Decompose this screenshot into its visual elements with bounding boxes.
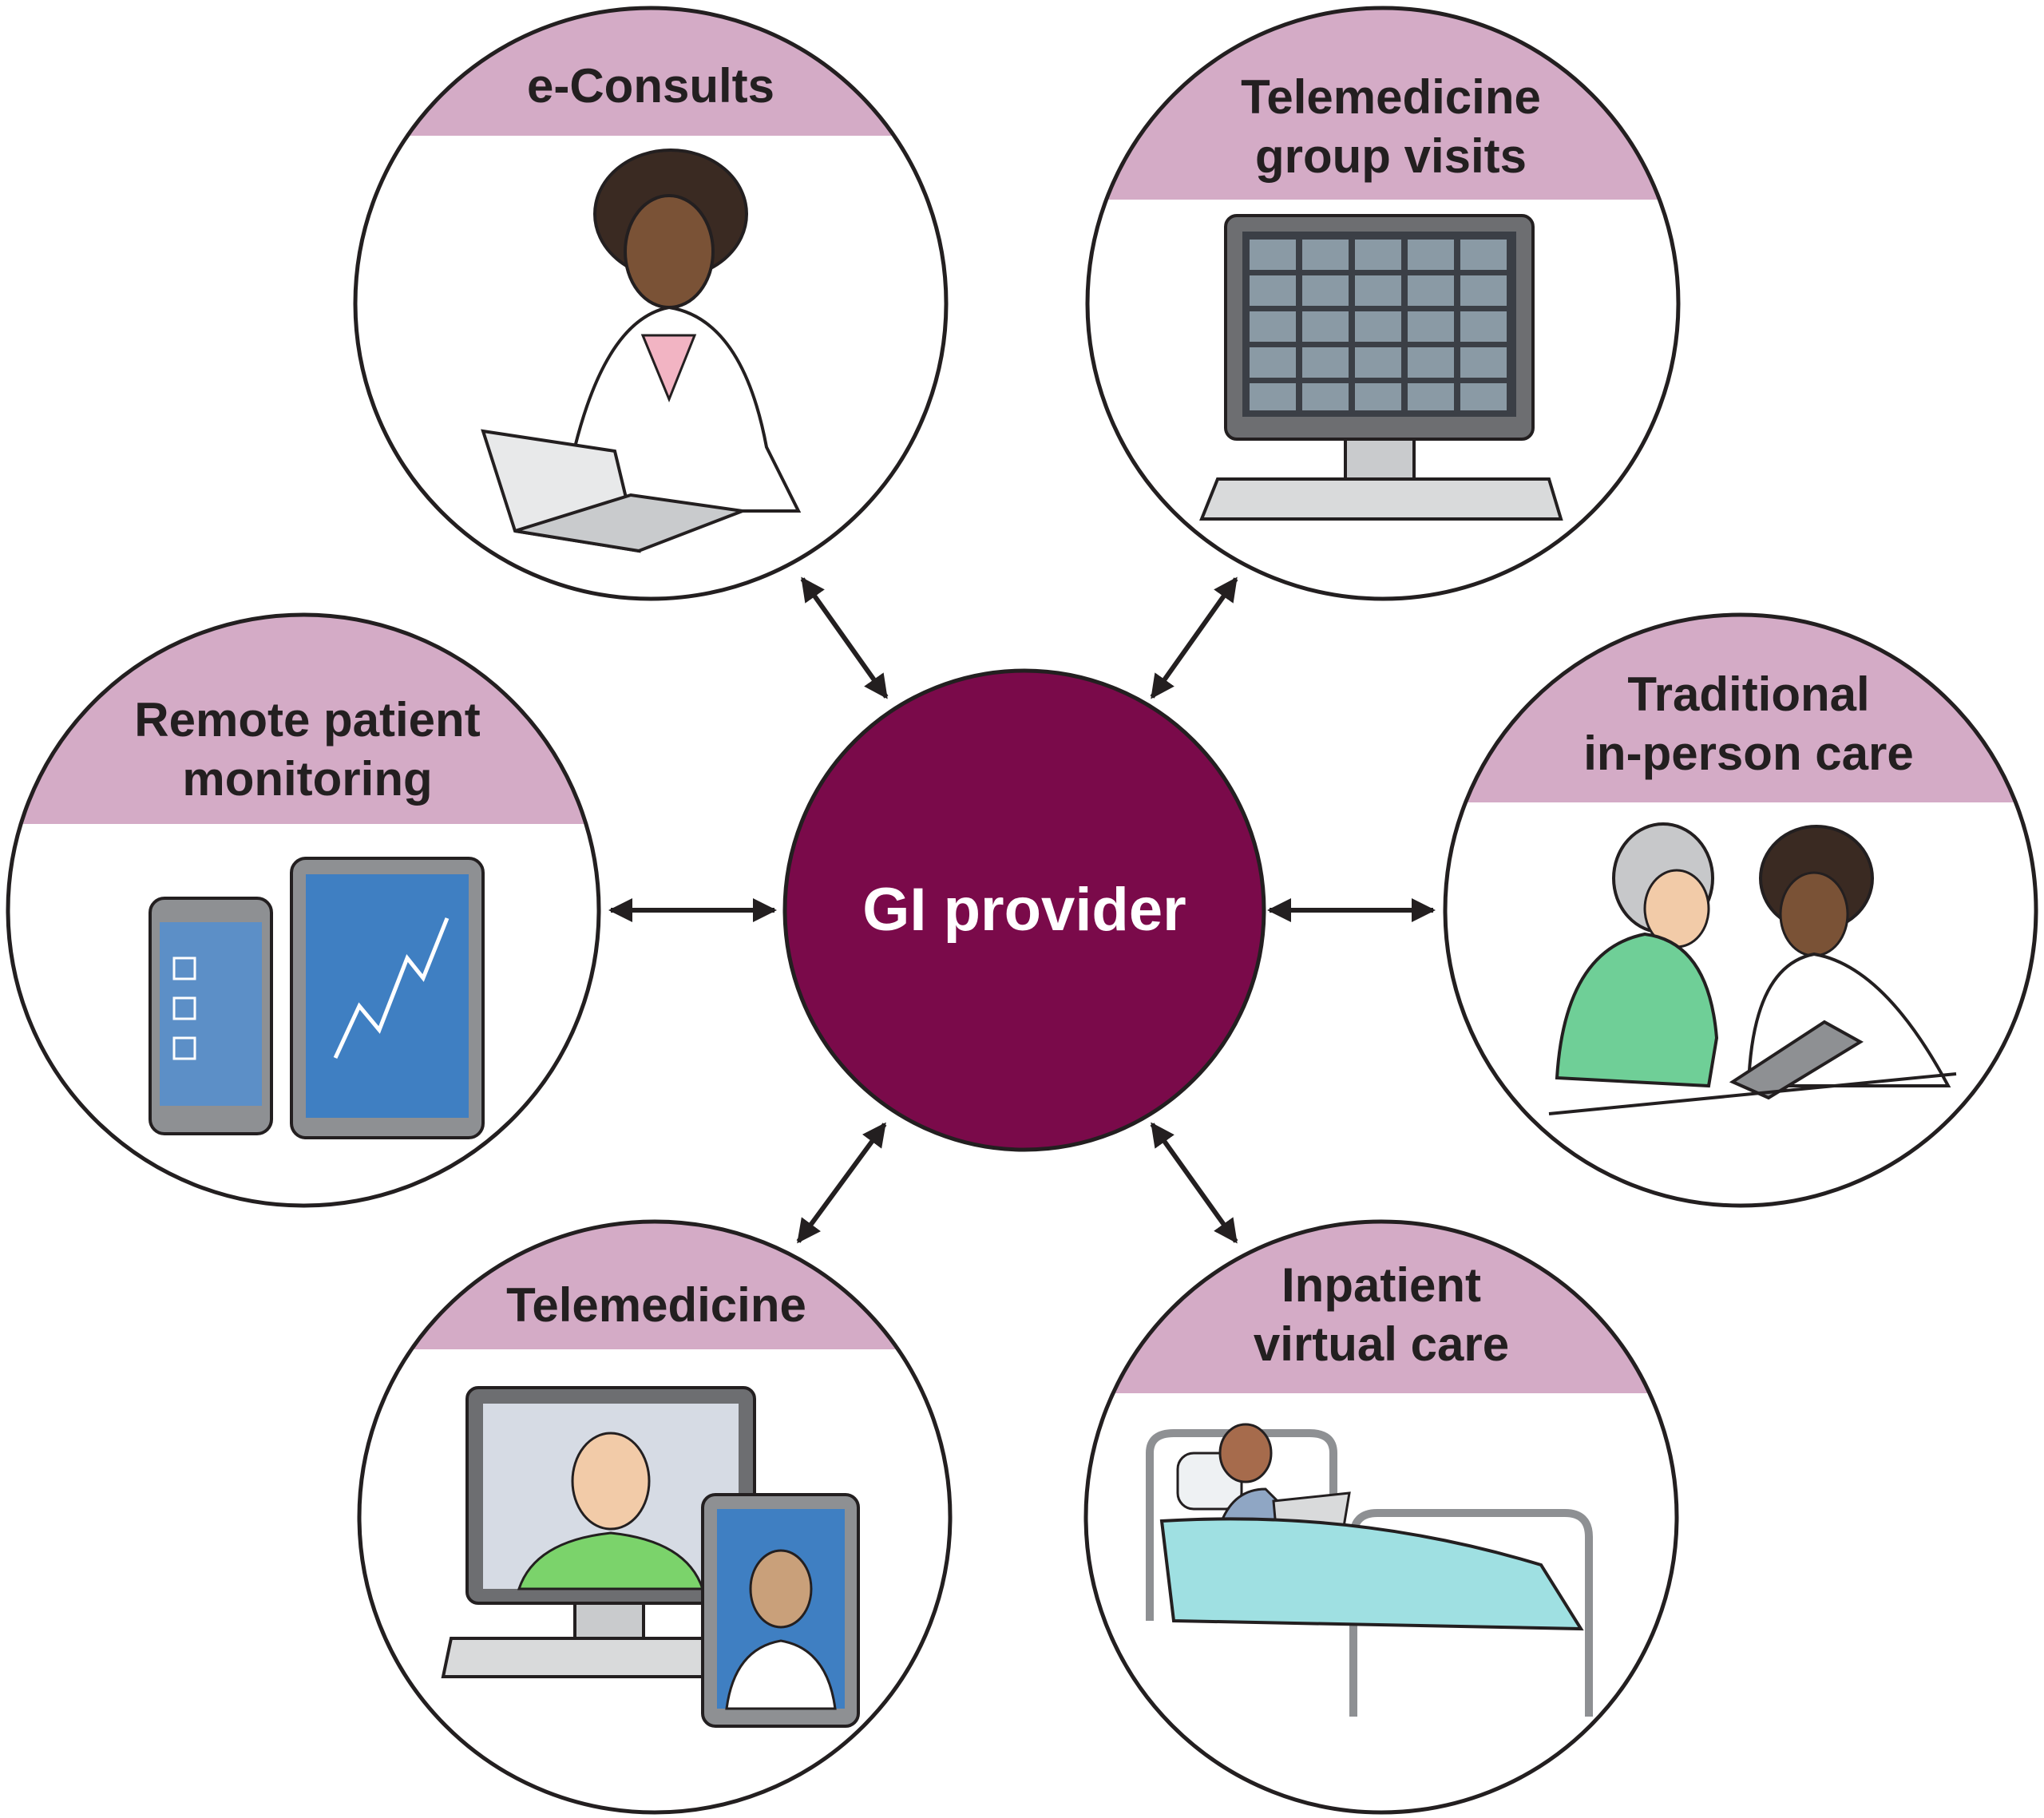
- doctor-laptop-icon: [481, 149, 802, 553]
- node-label-line-2: monitoring: [182, 752, 432, 806]
- node-traditional-in-person-care: Traditional in-person care: [1443, 612, 2038, 1208]
- doctor-patient-icon: [1548, 822, 1957, 1115]
- connector-arrows: [608, 576, 1436, 1244]
- center-node: GI provider: [782, 668, 1266, 1152]
- node-telemedicine: Telemedicine: [357, 1219, 953, 1815]
- node-label-line-2: virtual care: [1254, 1317, 1509, 1371]
- arrow-telemedicine: [796, 1122, 887, 1244]
- arrow-group-visits: [1150, 576, 1238, 699]
- node-label-line-2: group visits: [1255, 129, 1527, 183]
- node-inpatient-virtual-care: Inpatient virtual care: [1083, 1219, 1679, 1815]
- node-e-consults: e-Consults: [353, 6, 949, 601]
- arrow-inpatient: [1150, 1122, 1238, 1244]
- node-label-line-1: Remote patient: [134, 693, 480, 747]
- video-call-devices-icon: [441, 1386, 860, 1728]
- node-label-line-1: Telemedicine: [506, 1278, 806, 1332]
- hospital-bed-laptop-icon: [1146, 1423, 1593, 1717]
- arrow-e-consults: [800, 576, 889, 699]
- node-telemedicine-group-visits: Telemedicine group visits: [1085, 6, 1681, 601]
- video-conference-monitor-icon: [1199, 214, 1563, 521]
- center-label: GI provider: [862, 876, 1186, 944]
- node-remote-patient-monitoring: Remote patient monitoring: [6, 612, 601, 1208]
- center-circle: [782, 668, 1266, 1152]
- node-label-line-1: Telemedicine: [1241, 70, 1541, 124]
- node-label-line-2: in-person care: [1583, 727, 1913, 780]
- node-label-line-1: e-Consults: [527, 59, 774, 113]
- phone-tablet-chart-icon: [149, 857, 485, 1139]
- node-label-line-1: Traditional: [1627, 667, 1869, 721]
- node-label-line-1: Inpatient: [1281, 1258, 1481, 1312]
